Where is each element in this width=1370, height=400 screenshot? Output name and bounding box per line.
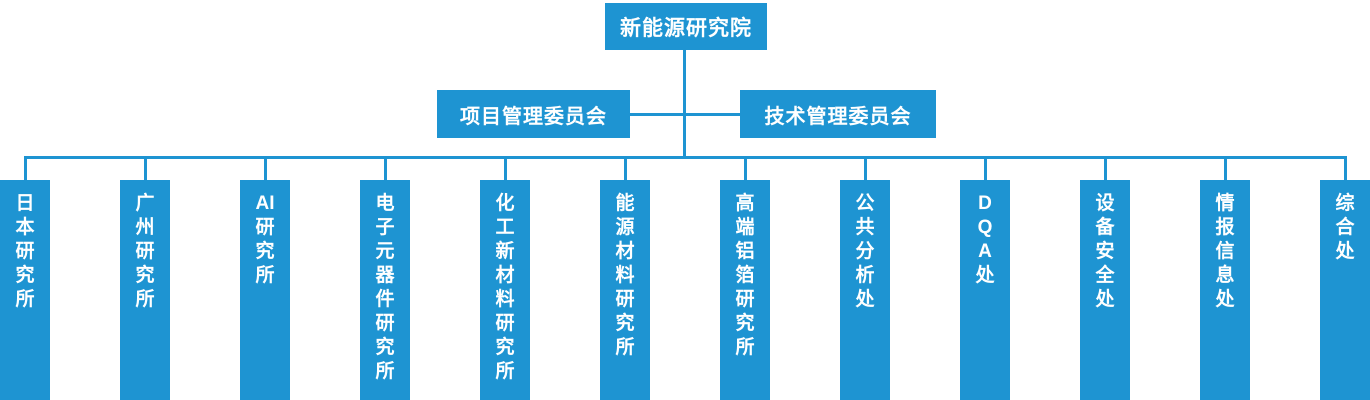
- department-node-chemical-new-materials: 化 工 新 材 料 研 究 所: [480, 180, 530, 400]
- department-node-public-analysis: 公 共 分 析 处: [840, 180, 890, 400]
- root-node-label: 新能源研究院: [620, 16, 752, 40]
- department-node-ai: AI 研 究 所: [240, 180, 290, 400]
- connector-committees: [630, 113, 740, 116]
- department-node-energy-materials: 能 源 材 料 研 究 所: [600, 180, 650, 400]
- department-node-label: 综 合 处: [1335, 193, 1355, 262]
- root-node: 新能源研究院: [605, 3, 767, 50]
- department-node-label: AI 研 究 所: [255, 193, 275, 286]
- department-node-guangzhou: 广 州 研 究 所: [120, 180, 170, 400]
- committee-node-label: 技术管理委员会: [764, 105, 912, 128]
- connector-stub-7: [744, 156, 747, 180]
- connector-stub-5: [504, 156, 507, 180]
- connector-stub-8: [864, 156, 867, 180]
- connector-stub-12: [1344, 156, 1347, 180]
- department-node-equipment-safety: 设 备 安 全 处: [1080, 180, 1130, 400]
- connector-stub-4: [384, 156, 387, 180]
- department-node-intelligence-info: 情 报 信 息 处: [1200, 180, 1250, 400]
- department-node-label: 公 共 分 析 处: [855, 193, 875, 310]
- department-node-label: 情 报 信 息 处: [1215, 193, 1235, 310]
- department-node-aluminum-foil: 高 端 铝 箔 研 究 所: [720, 180, 770, 400]
- connector-stub-9: [984, 156, 987, 180]
- connector-stub-11: [1224, 156, 1227, 180]
- department-node-general-affairs: 综 合 处: [1320, 180, 1370, 400]
- connector-stub-2: [144, 156, 147, 180]
- department-node-label: D Q A 处: [975, 193, 995, 286]
- connector-stub-6: [624, 156, 627, 180]
- connector-distribution-bar: [24, 156, 1347, 159]
- department-node-label: 日 本 研 究 所: [15, 193, 35, 310]
- department-node-label: 广 州 研 究 所: [135, 193, 155, 310]
- connector-stub-10: [1104, 156, 1107, 180]
- department-node-dqa: D Q A 处: [960, 180, 1010, 400]
- department-node-label: 化 工 新 材 料 研 究 所: [495, 193, 515, 382]
- connector-stub-3: [264, 156, 267, 180]
- department-node-label: 设 备 安 全 处: [1095, 193, 1115, 310]
- department-node-label: 高 端 铝 箔 研 究 所: [735, 193, 755, 358]
- connector-root-vertical: [683, 50, 686, 158]
- department-node-label: 电 子 元 器 件 研 究 所: [375, 193, 395, 382]
- committee-node-tech: 技术管理委员会: [740, 90, 936, 138]
- committee-node-project: 项目管理委员会: [437, 90, 630, 138]
- department-node-label: 能 源 材 料 研 究 所: [615, 193, 635, 358]
- committee-node-label: 项目管理委员会: [460, 105, 607, 128]
- department-node-electronic-components: 电 子 元 器 件 研 究 所: [360, 180, 410, 400]
- department-node-japan: 日 本 研 究 所: [0, 180, 50, 400]
- connector-stub-1: [24, 156, 27, 180]
